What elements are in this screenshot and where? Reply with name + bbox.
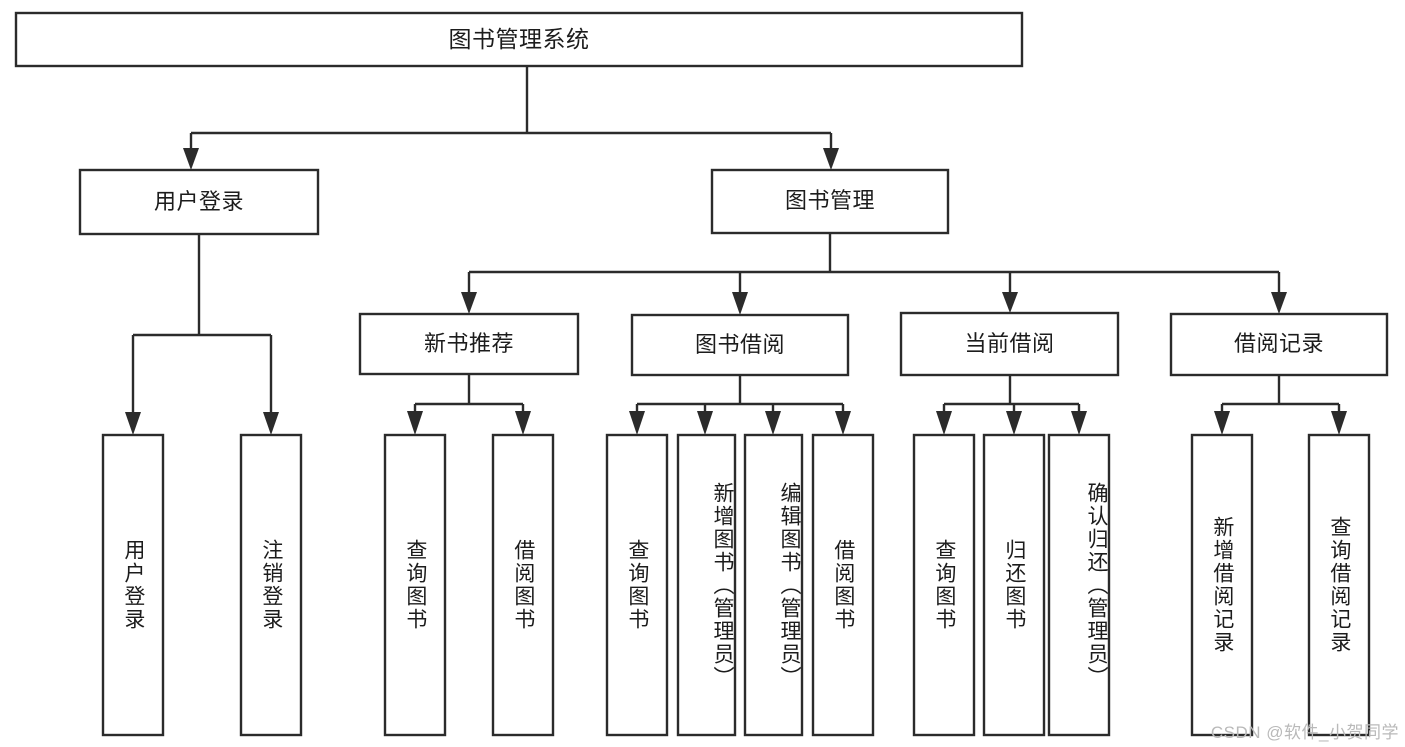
node-leaf-add-borrow-record[interactable] bbox=[1190, 433, 1254, 737]
arrow-icon-user-login-leaf2 bbox=[263, 412, 279, 435]
node-leaf-edit-book-admin[interactable] bbox=[743, 433, 804, 737]
node-leaf-user-logout[interactable] bbox=[239, 433, 303, 737]
node-root-system[interactable] bbox=[14, 11, 1024, 68]
node-book-borrow[interactable] bbox=[630, 313, 850, 377]
node-leaf-user-login[interactable] bbox=[101, 433, 165, 737]
node-leaf-borrow-book-2[interactable] bbox=[811, 433, 875, 737]
arrow-icon-borrowrecords-leaf1 bbox=[1214, 411, 1230, 435]
node-leaf-query-borrow-record[interactable] bbox=[1307, 433, 1371, 737]
arrow-icon-bookborrow-leaf3 bbox=[765, 411, 781, 435]
arrow-icon-bookborrow-leaf2 bbox=[697, 411, 713, 435]
node-new-book-recommend[interactable] bbox=[358, 312, 580, 376]
node-current-borrow[interactable] bbox=[899, 311, 1120, 377]
node-leaf-borrow-book-1[interactable] bbox=[491, 433, 555, 737]
arrow-icon-newbook-leaf1 bbox=[407, 411, 423, 435]
arrow-icon-currentborrow-leaf1 bbox=[936, 411, 952, 435]
node-leaf-return-book[interactable] bbox=[982, 433, 1046, 737]
node-user-login[interactable] bbox=[78, 168, 320, 236]
node-leaf-query-book-1[interactable] bbox=[383, 433, 447, 737]
arrow-icon-to-user-login bbox=[183, 148, 199, 170]
arrow-icon-bookborrow-leaf1 bbox=[629, 411, 645, 435]
node-leaf-confirm-return-admin[interactable] bbox=[1047, 433, 1111, 737]
arrow-icon-borrowrecords-leaf2 bbox=[1331, 411, 1347, 435]
arrow-icon-to-new-book bbox=[461, 292, 477, 314]
arrow-icon-to-current-borrow bbox=[1002, 292, 1018, 313]
node-book-manage[interactable] bbox=[710, 168, 950, 235]
arrow-icon-to-book-manage bbox=[823, 148, 839, 170]
watermark-text: CSDN @软件_小贺同学 bbox=[1210, 723, 1399, 742]
node-borrow-records[interactable] bbox=[1169, 312, 1389, 377]
node-leaf-add-book-admin[interactable] bbox=[676, 433, 737, 737]
node-leaf-query-book-3[interactable] bbox=[912, 433, 976, 737]
arrow-icon-currentborrow-leaf2 bbox=[1006, 411, 1022, 435]
arrow-icon-bookborrow-leaf4 bbox=[835, 411, 851, 435]
node-leaf-query-book-2[interactable] bbox=[605, 433, 669, 737]
arrow-icon-user-login-leaf1 bbox=[125, 412, 141, 435]
arrow-icon-to-borrow-records bbox=[1271, 292, 1287, 314]
arrow-icon-currentborrow-leaf3 bbox=[1071, 411, 1087, 435]
arrow-icon-to-book-borrow bbox=[732, 292, 748, 315]
arrow-icon-newbook-leaf2 bbox=[515, 411, 531, 435]
